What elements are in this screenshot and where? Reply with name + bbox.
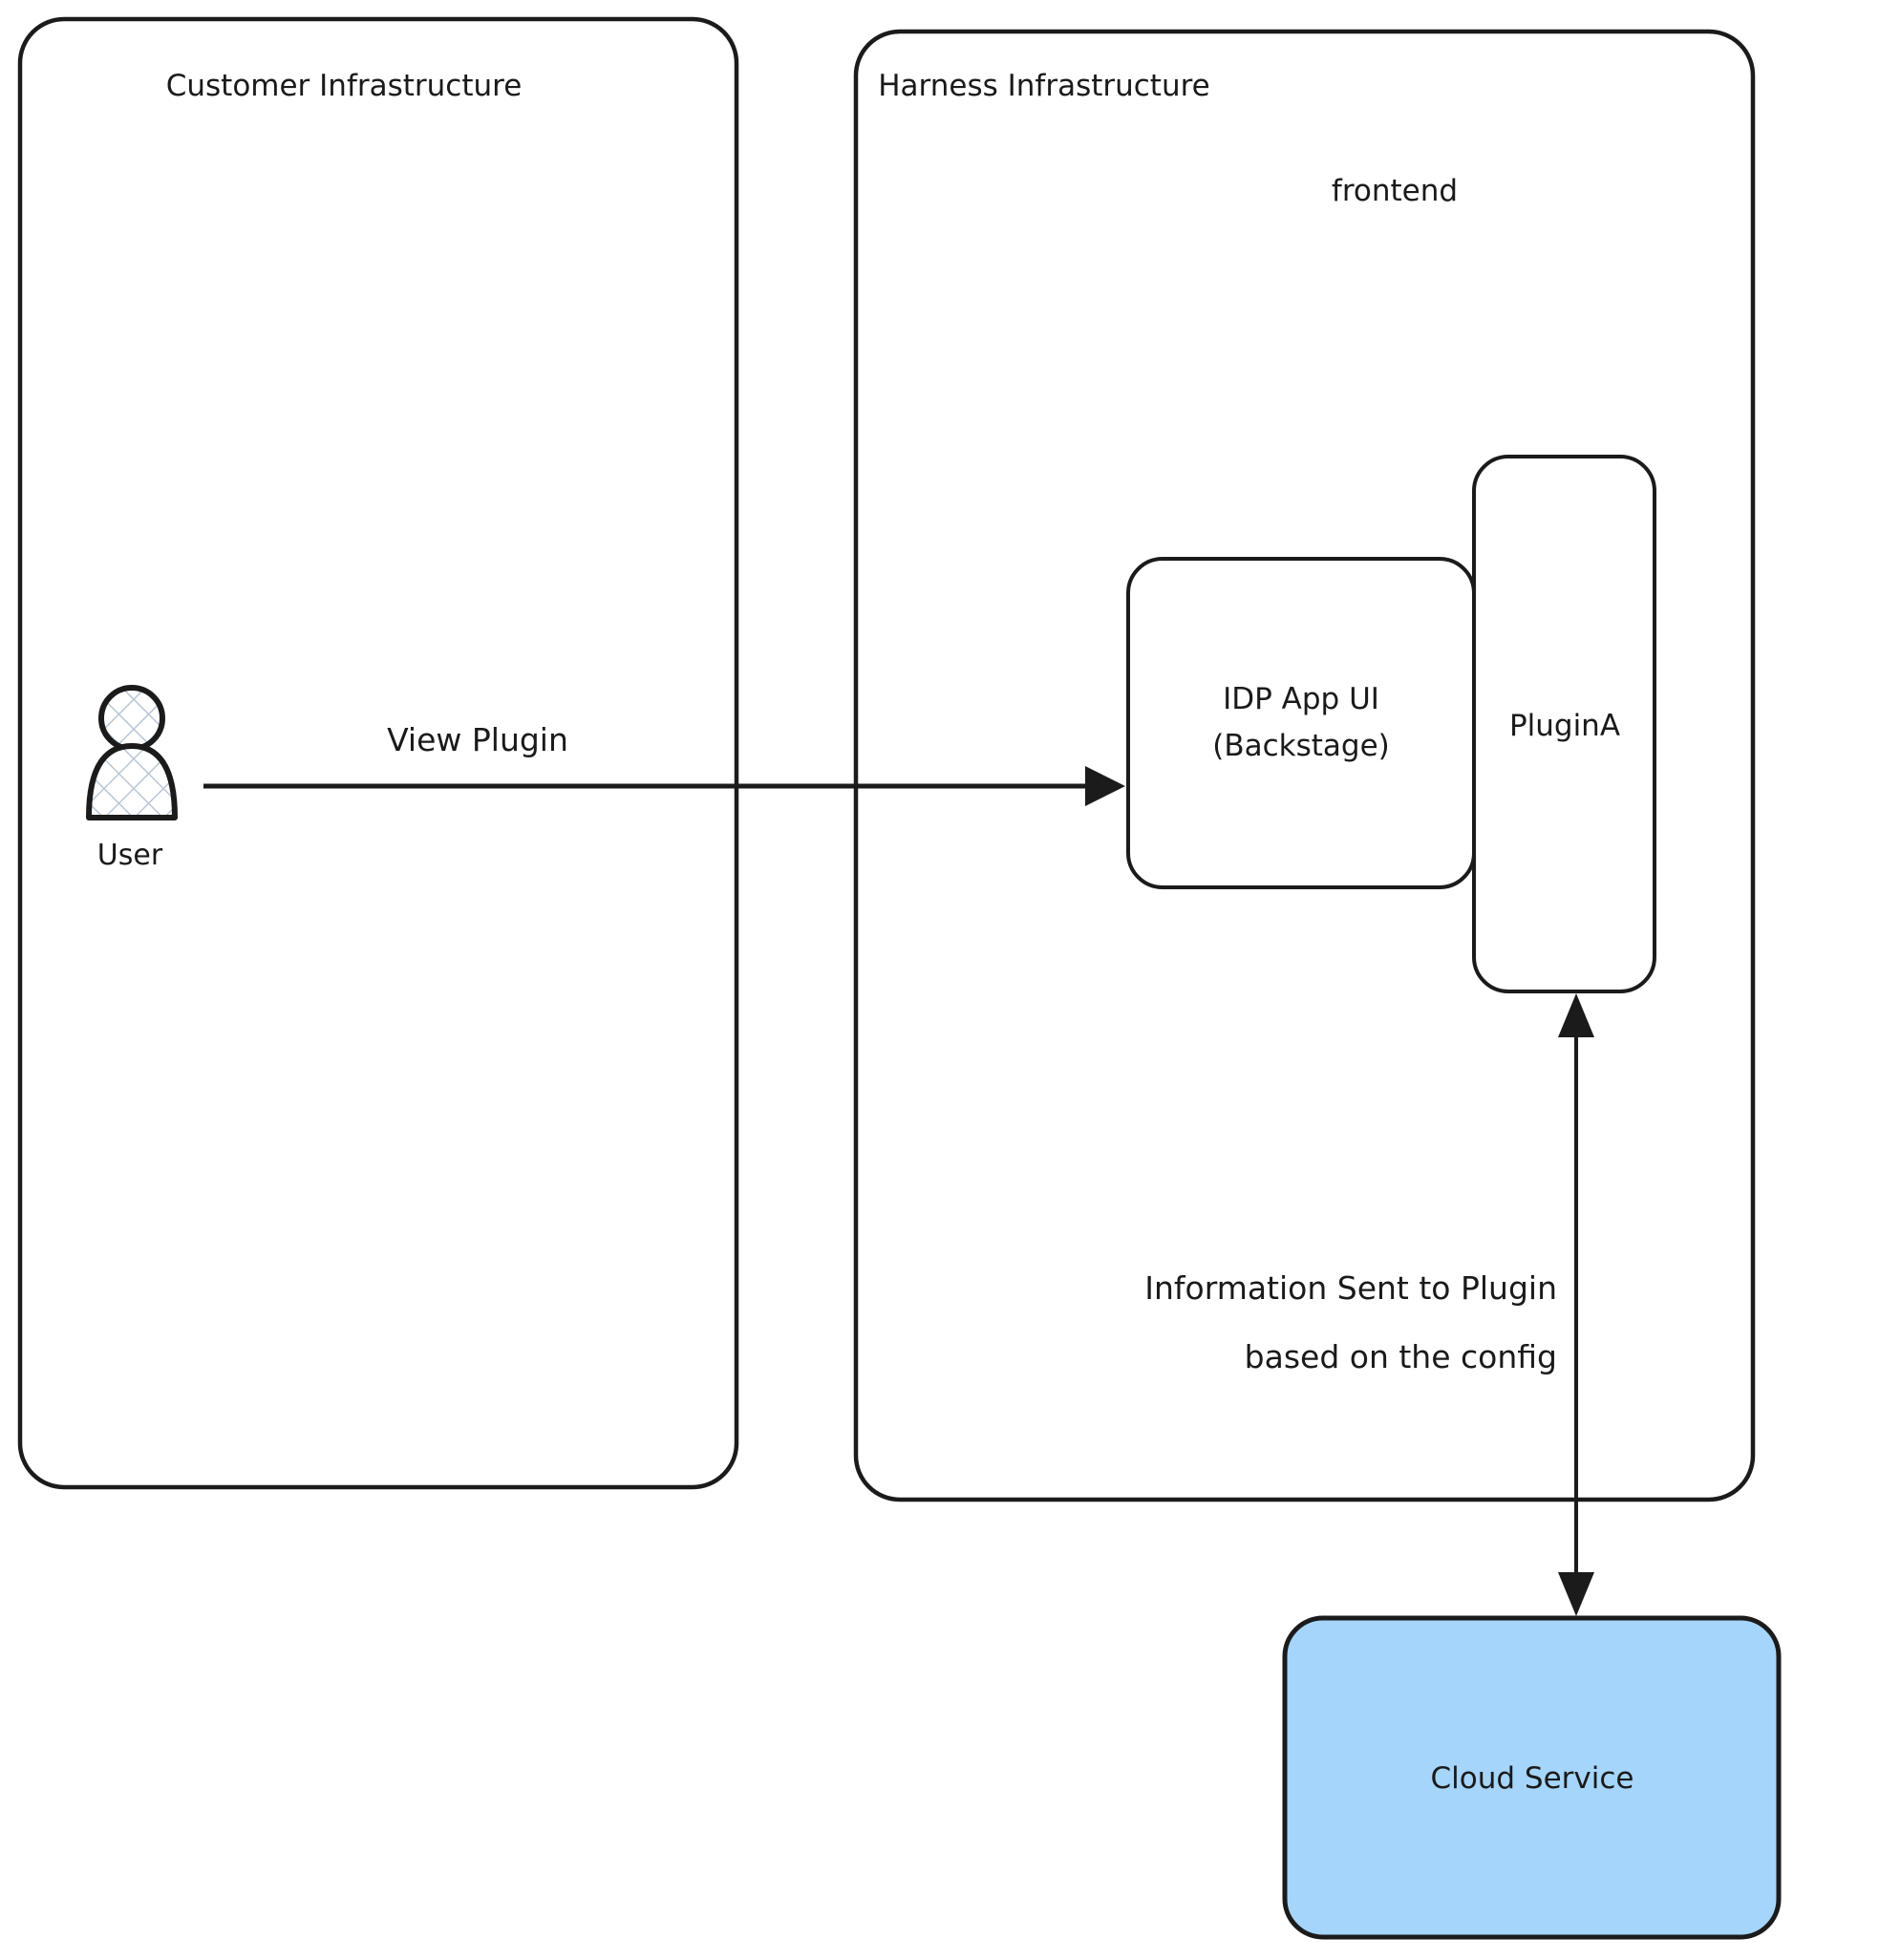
edge-plugin-cloud-label-line2: based on the config — [1245, 1338, 1557, 1375]
edge-information-sent-to-plugin[interactable]: Information Sent to Plugin based on the … — [1144, 993, 1594, 1616]
edge-view-plugin[interactable]: View Plugin — [203, 721, 1125, 806]
user-body-icon — [86, 743, 178, 820]
edge-plugin-cloud-arrowhead-up — [1558, 993, 1594, 1037]
idp-app-ui-box — [1126, 557, 1476, 889]
cloud-service-label: Cloud Service — [1431, 1761, 1634, 1796]
node-cloud-service[interactable]: Cloud Service — [1282, 1615, 1782, 1940]
node-idp-app-ui[interactable]: IDP App UI (Backstage) — [1126, 557, 1476, 889]
node-user[interactable]: User — [86, 685, 178, 872]
customer-infrastructure-label: Customer Infrastructure — [166, 69, 523, 103]
frontend-group-label: frontend — [1332, 174, 1458, 208]
idp-app-ui-label-line2: (Backstage) — [1212, 729, 1390, 763]
customer-infrastructure-boundary — [17, 16, 739, 1490]
edge-view-plugin-label: View Plugin — [387, 721, 568, 758]
harness-infrastructure-label: Harness Infrastructure — [878, 69, 1210, 103]
user-head-icon — [98, 685, 165, 752]
cloud-service-box — [1282, 1615, 1782, 1940]
user-label: User — [97, 839, 163, 872]
edge-view-plugin-arrowhead — [1085, 766, 1125, 806]
node-plugin-a[interactable]: PluginA — [1472, 455, 1656, 993]
plugin-a-label: PluginA — [1509, 709, 1620, 743]
plugin-a-box — [1472, 455, 1656, 993]
edge-plugin-cloud-arrowhead-down — [1558, 1572, 1594, 1616]
container-customer-infrastructure[interactable]: Customer Infrastructure — [17, 16, 739, 1490]
edge-plugin-cloud-label-line1: Information Sent to Plugin — [1144, 1269, 1557, 1307]
idp-app-ui-label-line1: IDP App UI — [1223, 682, 1379, 716]
